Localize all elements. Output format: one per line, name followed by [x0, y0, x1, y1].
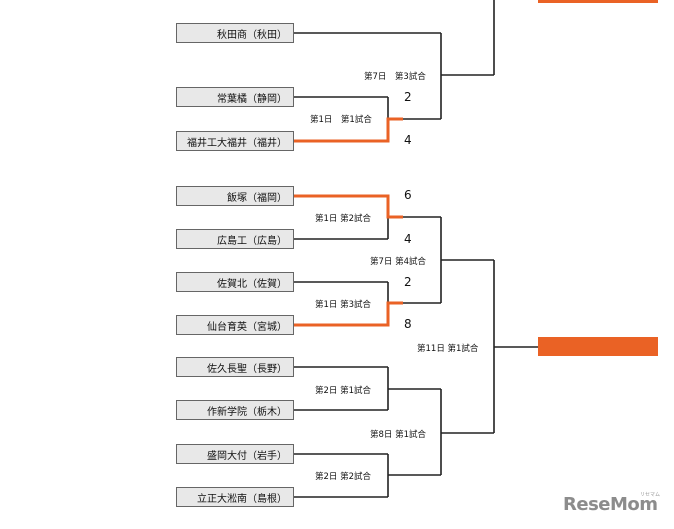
- team-box: 福井工大福井（福井）: [176, 131, 294, 151]
- game-label: 第11日 第1試合: [417, 344, 479, 354]
- team-box: 佐賀北（佐賀）: [176, 272, 294, 292]
- team-box: 飯塚（福岡）: [176, 186, 294, 206]
- team-score: 8: [404, 317, 412, 331]
- final-result-bar: [538, 337, 658, 356]
- resemom-logo-small: リセマム: [640, 492, 661, 498]
- game-label: 第1日 第3試合: [315, 300, 372, 310]
- team-box: 立正大淞南（島根）: [176, 487, 294, 507]
- team-box: 常葉橘（静岡）: [176, 87, 294, 107]
- team-score: 2: [404, 90, 412, 104]
- team-box: 作新学院（栃木）: [176, 400, 294, 420]
- top-result-bar: [538, 0, 658, 3]
- team-box: 秋田商（秋田）: [176, 23, 294, 43]
- team-score: 2: [404, 275, 412, 289]
- team-score: 4: [404, 133, 412, 147]
- game-label: 第2日 第1試合: [315, 386, 372, 396]
- game-label: 第1日 第1試合: [310, 115, 372, 125]
- team-box: 盛岡大付（岩手）: [176, 444, 294, 464]
- team-box: 広島工（広島）: [176, 229, 294, 249]
- team-box: 佐久長聖（長野）: [176, 357, 294, 377]
- team-score: 4: [404, 232, 412, 246]
- resemom-logo: ReseMom: [563, 494, 658, 515]
- game-label: 第8日 第1試合: [370, 430, 427, 440]
- game-label: 第7日 第3試合: [364, 72, 426, 82]
- game-label: 第7日 第4試合: [370, 257, 427, 267]
- team-box: 仙台育英（宮城）: [176, 315, 294, 335]
- game-label: 第1日 第2試合: [315, 214, 372, 224]
- game-label: 第2日 第2試合: [315, 472, 372, 482]
- team-score: 6: [404, 188, 412, 202]
